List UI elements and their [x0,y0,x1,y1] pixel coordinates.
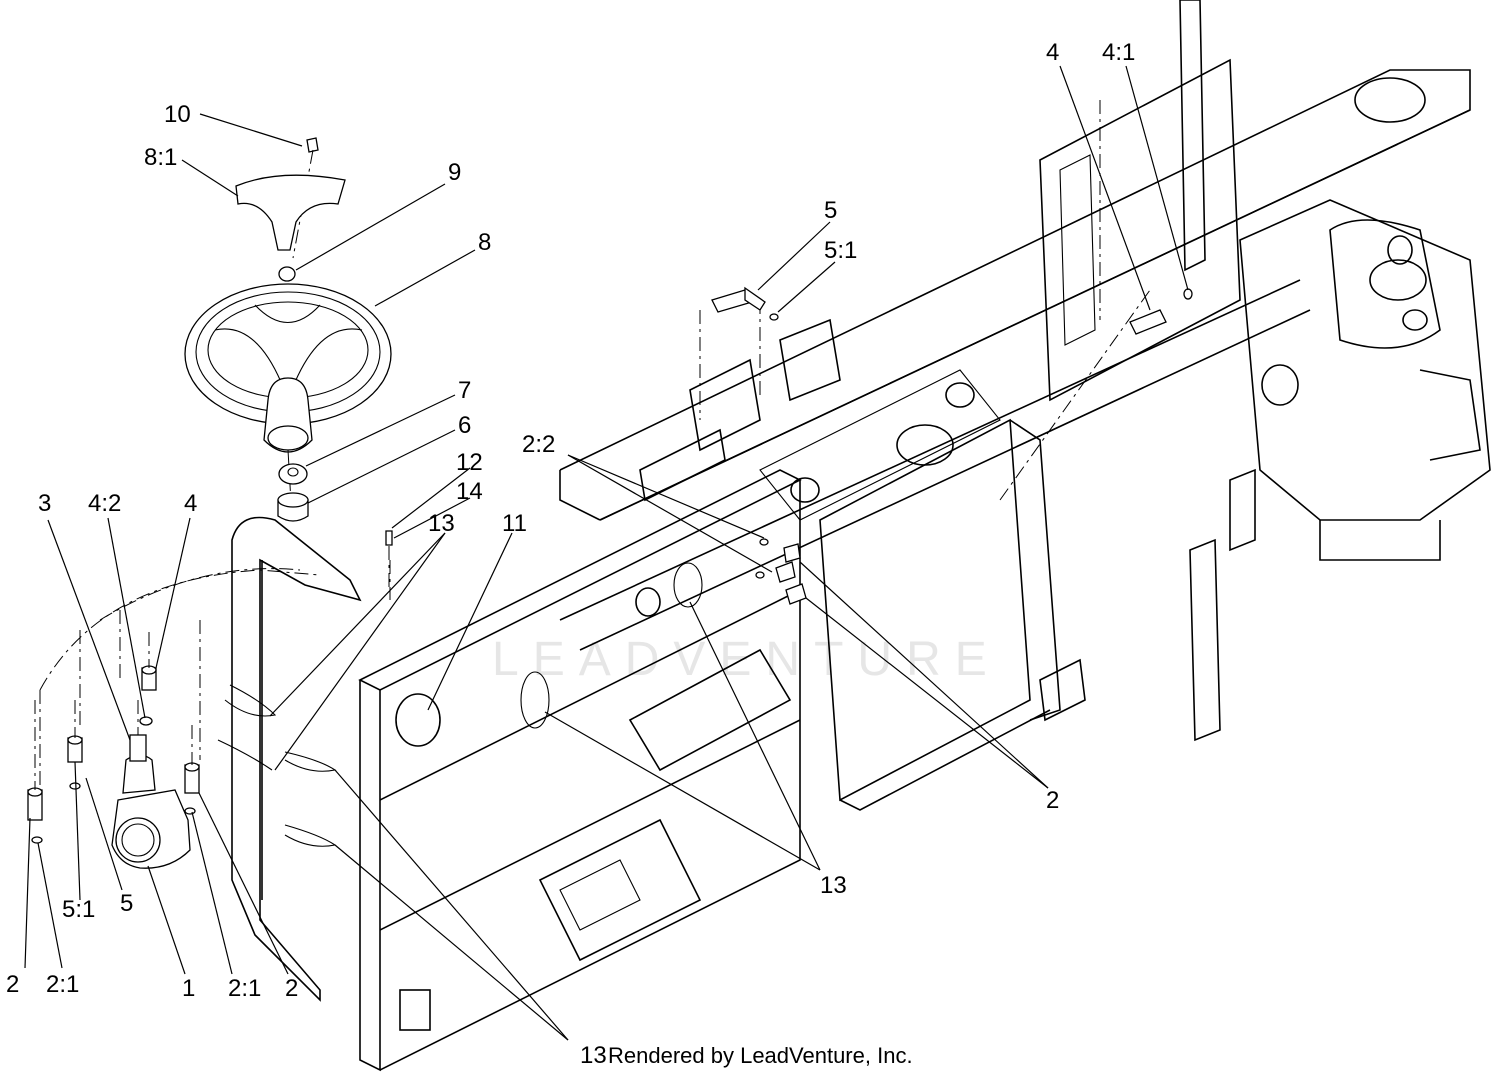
callout-8-1: 8:1 [144,144,177,171]
part-4-fitting-rear [1129,309,1167,335]
part-5-1-oring [69,782,81,790]
steering-parts [27,137,1193,869]
callout-4-1: 4:1 [1102,39,1135,66]
callout-labels: 10 8:1 9 8 7 6 12 14 13 11 3 4:2 4 2:2 5… [6,39,1135,1069]
callout-2-rear: 2 [1046,787,1059,814]
callout-4-2: 4:2 [88,490,121,517]
part-14-pin [385,530,393,546]
part-2-1-oring-middle [184,807,196,815]
callout-2-middle: 2 [285,975,298,1002]
callout-1: 1 [182,975,195,1002]
callout-9: 9 [448,159,461,186]
part-2-fitting-rear-2 [775,561,796,583]
callout-5-rear: 5 [824,197,837,224]
watermark: LEADVENTURE [492,633,1001,686]
callout-3: 3 [38,490,51,517]
part-2-fitting-rear-1 [783,543,801,563]
part-9-nut [278,266,296,282]
part-1-steering-control-unit [111,700,191,869]
callout-10: 10 [164,101,191,128]
callout-2-1-left: 2:1 [46,971,79,998]
part-2-1-oring-left [31,836,43,844]
callout-14: 14 [456,478,483,505]
fittings [27,286,1193,844]
callout-7: 7 [458,377,471,404]
callout-13-top: 13 [428,510,455,537]
callout-4-rear: 4 [1046,39,1059,66]
callout-12: 12 [456,449,483,476]
part-2-fitting-rear-3 [785,583,807,605]
callout-13-rear: 13 [820,872,847,899]
render-credit: Rendered by LeadVenture, Inc. [608,1043,913,1068]
frame-assembly [39,0,1491,1072]
part-4-2-oring [139,716,153,726]
callout-5-1-left: 5:1 [62,896,95,923]
callout-11: 11 [502,510,527,537]
callout-13-bottom: 13 [580,1042,607,1069]
callout-2-far-left: 2 [6,971,19,998]
part-10-cap [306,137,319,153]
leader-lines [24,65,1189,1041]
callout-8: 8 [478,229,491,256]
part-7-washer [278,463,308,485]
callout-5-1-rear: 5:1 [824,237,857,264]
callout-2-2: 2:2 [522,431,555,458]
callout-4-left: 4 [184,490,197,517]
part-8-1-center-cover [235,174,346,251]
callout-6: 6 [458,412,471,439]
callout-5-left: 5 [120,890,133,917]
callout-2-1-middle: 2:1 [228,975,261,1002]
part-8-steering-wheel [184,283,392,453]
